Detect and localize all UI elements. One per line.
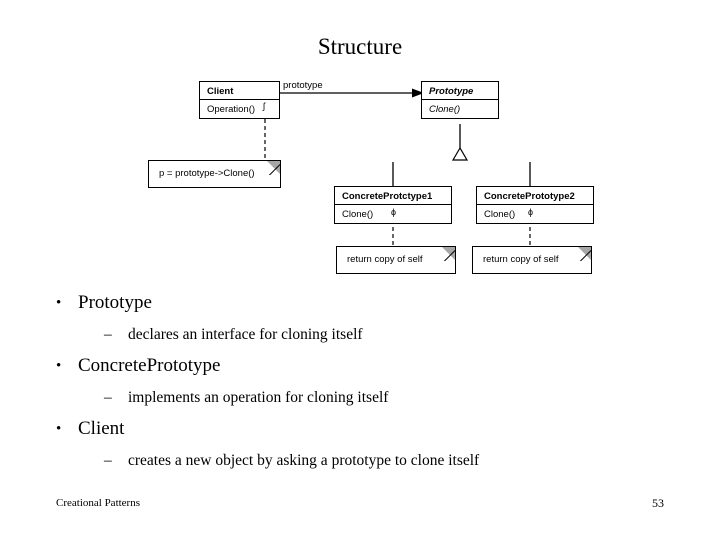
bullet-list: • Prototype – declares an interface for … — [0, 287, 720, 476]
uml-class-concreteprototype2-operation: Clone() — [484, 209, 516, 220]
bullet-item-prototype-label: Prototype — [78, 292, 152, 313]
diagram-connectors — [264, 88, 531, 246]
uml-note-concreteprototype1-text: return copy of self — [347, 254, 423, 265]
uml-class-concreteprototype1[interactable]: ConcreteProtctype1 Clone() — [334, 186, 452, 224]
bullet-marker: • — [56, 358, 62, 374]
uml-class-concreteprototype1-name: ConcreteProtctype1 — [335, 187, 451, 205]
footer-page-number: 53 — [652, 496, 664, 510]
bullet-item-prototype: • Prototype — [56, 287, 720, 319]
bullet-subitem-client: – creates a new object by asking a proto… — [104, 445, 720, 476]
page-title: Structure — [317, 34, 403, 59]
uml-class-concreteprototype1-operation: Clone() — [342, 209, 374, 220]
bullet-marker: • — [56, 295, 62, 311]
uml-class-prototype[interactable]: Prototype Clone() — [421, 81, 499, 119]
uml-class-prototype-operation: Clone() — [429, 104, 461, 115]
bullet-item-client-label: Client — [78, 418, 125, 439]
note-fold-line-icon — [441, 247, 455, 261]
uml-class-prototype-name: Prototype — [422, 82, 498, 100]
bullet-subitem-concreteprototype-label: implements an operation for cloning itse… — [128, 389, 389, 406]
note-fold-line-icon — [266, 161, 280, 175]
bullet-subitem-prototype-label: declares an interface for cloning itself — [128, 326, 363, 343]
bullet-sub-marker: – — [104, 326, 112, 343]
bullet-item-concreteprototype: • ConcretePrototype — [56, 350, 720, 382]
uml-note-concreteprototype1[interactable]: return copy of self — [336, 246, 456, 274]
socket-icon-concreteprototype2-operation: ɸ — [528, 207, 533, 217]
uml-class-client-operation: Operation() — [207, 104, 256, 115]
bullet-sub-marker: – — [104, 452, 112, 469]
socket-icon-client-operation: ʃ — [263, 101, 265, 111]
association-label-prototype: prototype — [283, 80, 323, 91]
bullet-subitem-client-label: creates a new object by asking a prototy… — [128, 452, 480, 469]
uml-class-concreteprototype2[interactable]: ConcretePrototype2 Clone() — [476, 186, 594, 224]
uml-note-concreteprototype2-text: return copy of self — [483, 254, 559, 265]
bullet-subitem-concreteprototype: – implements an operation for cloning it… — [104, 382, 720, 413]
footer-section-label: Creational Patterns — [56, 497, 141, 509]
uml-class-concreteprototype2-name: ConcretePrototype2 — [477, 187, 593, 205]
uml-class-client[interactable]: Client Operation() — [199, 81, 280, 119]
socket-icon-concreteprototype1-operation: ɸ — [391, 207, 396, 217]
note-fold-line-icon — [577, 247, 591, 261]
uml-note-client[interactable]: p = prototype->Clone() — [148, 160, 281, 188]
bullet-item-client: • Client — [56, 413, 720, 445]
bullet-sub-marker: – — [104, 389, 112, 406]
uml-note-client-text: p = prototype->Clone() — [159, 168, 255, 179]
bullet-item-concreteprototype-label: ConcretePrototype — [78, 355, 221, 376]
bullet-marker: • — [56, 421, 62, 437]
uml-structure-diagram: prototype Client Operation() ʃ Prototype… — [0, 0, 720, 290]
uml-note-concreteprototype2[interactable]: return copy of self — [472, 246, 592, 274]
bullet-subitem-prototype: – declares an interface for cloning itse… — [104, 319, 720, 350]
uml-class-client-name: Client — [200, 82, 279, 100]
